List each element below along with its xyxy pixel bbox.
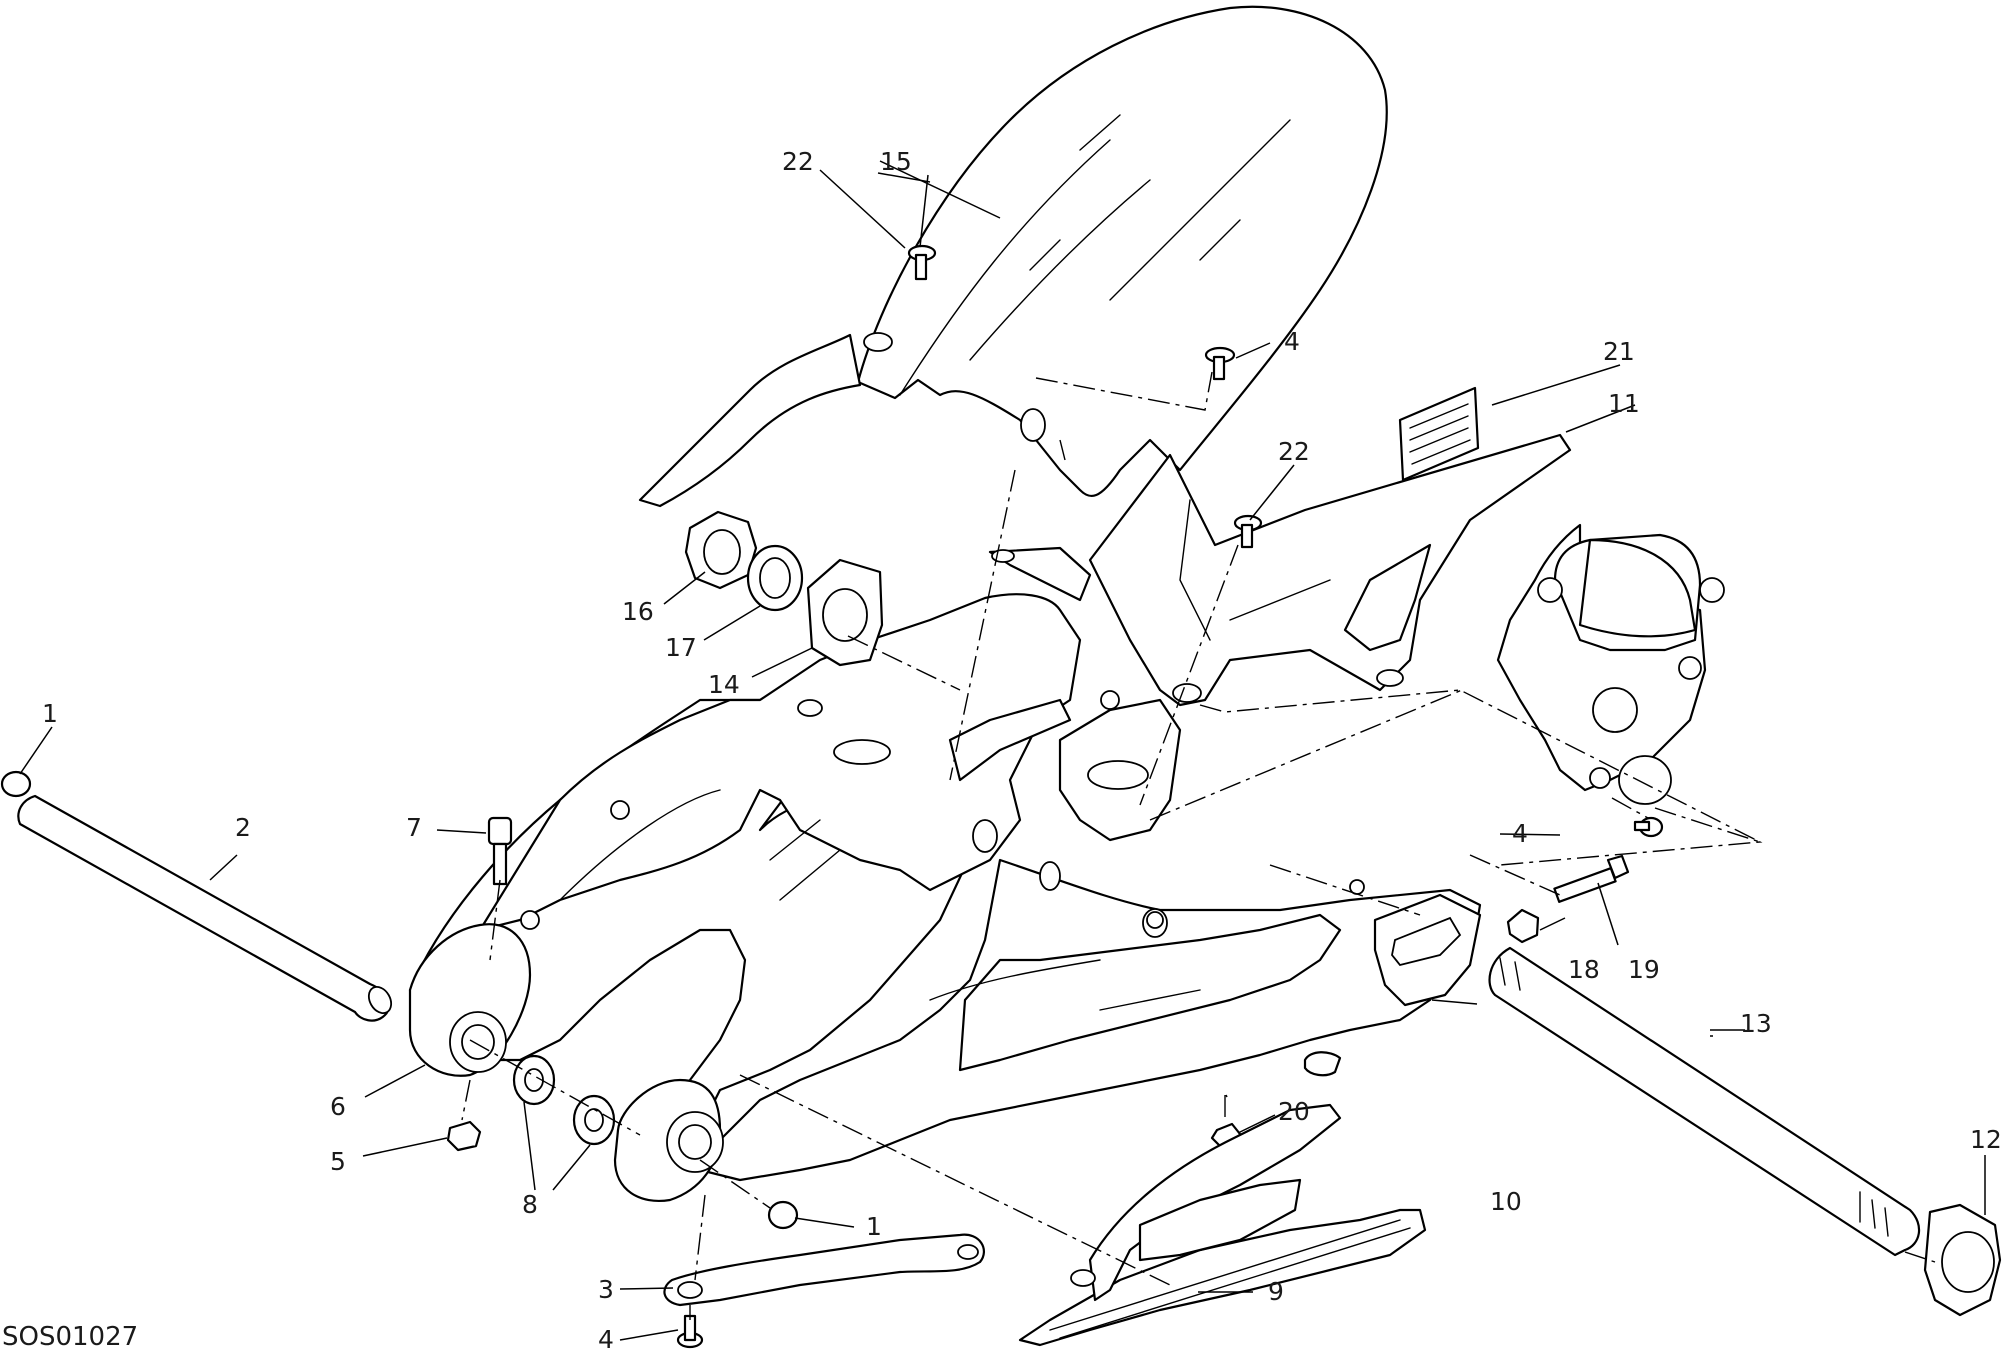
callout-4-top: 4 [1284,327,1300,356]
nut-18 [1506,908,1540,944]
callout-6: 6 [330,1092,346,1121]
callout-2: 2 [235,813,251,842]
axle-nut [1923,1203,2002,1317]
ring-nut [684,510,758,590]
eccentric-hub [806,558,884,667]
chain-slider [1018,1103,1427,1347]
callout-1-lower: 1 [866,1212,882,1241]
callout-22-top: 22 [782,147,814,176]
decal-label [1398,386,1480,482]
callout-4-bottom: 4 [598,1325,614,1354]
plug-left [0,770,32,798]
callout-labels: 1 2 7 6 5 8 1 3 4 9 10 20 13 12 18 19 4 … [42,147,2002,1354]
screw-22-top [907,244,937,281]
callout-16: 16 [622,597,654,626]
alignment-lines [461,371,1936,1320]
callout-14: 14 [708,670,740,699]
callout-22-mid: 22 [1278,437,1310,466]
callout-5: 5 [330,1147,346,1176]
washer [746,544,804,612]
brake-caliper-bracket [1496,523,1725,805]
callout-18: 18 [1568,955,1600,984]
screw-4-caliper [1633,816,1664,838]
rear-mudguard [638,5,1388,508]
callout-7: 7 [406,813,422,842]
callout-17: 17 [665,633,697,662]
screw-22-mid [1233,514,1263,549]
pivot-shaft [17,794,393,1022]
nut-5 [446,1120,482,1152]
callout-12: 12 [1970,1125,2002,1154]
callout-10: 10 [1490,1187,1522,1216]
callout-8: 8 [522,1190,538,1219]
screw-4-top [1204,346,1236,381]
plug-lower [767,1200,799,1230]
callout-20: 20 [1278,1097,1310,1126]
callout-4-caliper: 4 [1512,819,1528,848]
callout-19: 19 [1628,955,1660,984]
callout-3: 3 [598,1275,614,1304]
swingarm-body [408,593,1482,1203]
drawing-code: SOS01027 [2,1322,138,1352]
callout-21: 21 [1603,337,1635,366]
linkage-rod [663,1233,985,1307]
bolt-19 [1553,854,1630,903]
wheel-axle [1488,946,1921,1257]
leader-lines [19,160,1986,1341]
callout-9: 9 [1268,1277,1284,1306]
callout-11: 11 [1608,389,1640,418]
callout-1-left: 1 [42,699,58,728]
callout-15: 15 [880,147,912,176]
callout-13: 13 [1740,1009,1772,1038]
screw-4-bottom [676,1314,704,1349]
